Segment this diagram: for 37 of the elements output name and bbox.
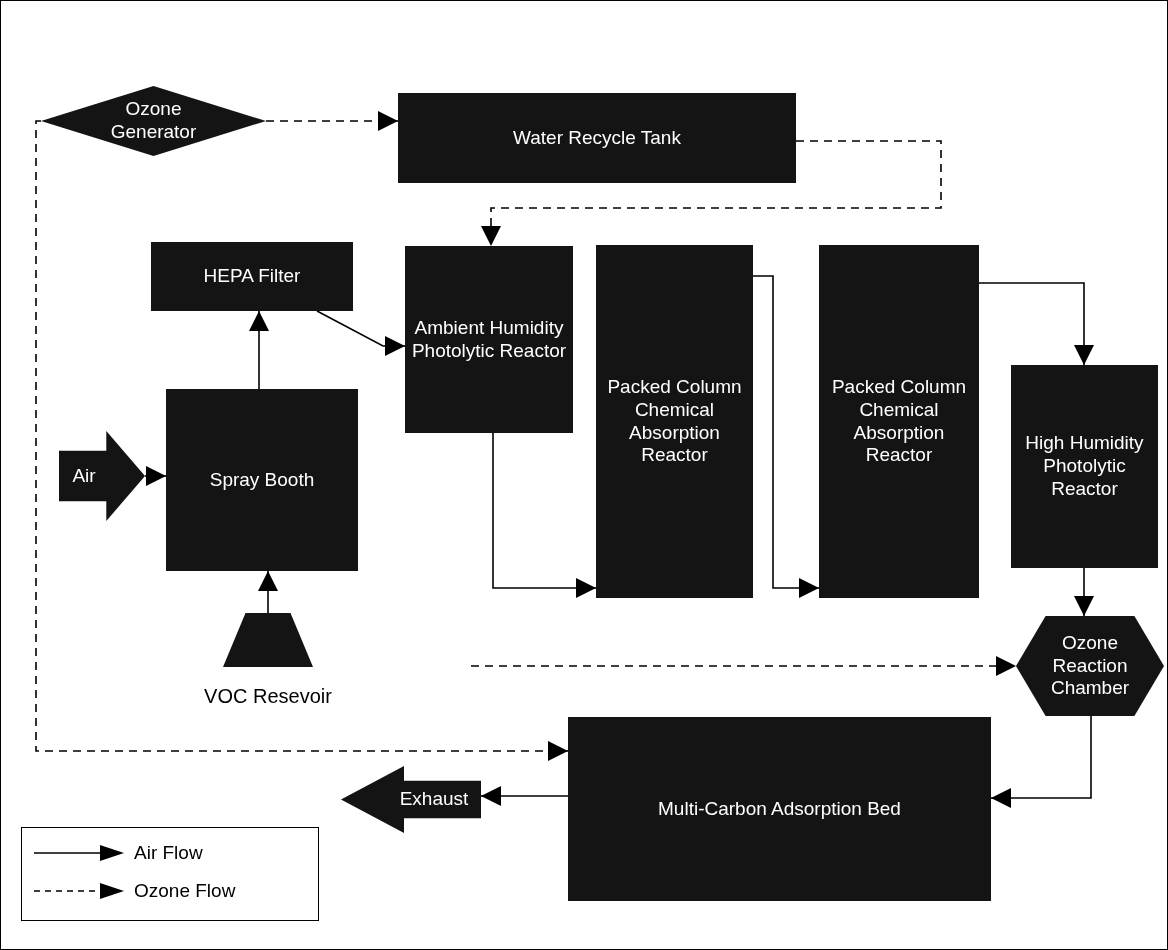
process-box <box>398 93 796 183</box>
arrow <box>752 275 820 598</box>
node-label: HEPA Filter <box>203 265 301 288</box>
process-box <box>1011 365 1158 568</box>
node-label: High Humidity Photolytic Reactor <box>1024 432 1145 501</box>
arrow <box>492 432 597 598</box>
legend-label: Air Flow <box>134 842 203 864</box>
arrow <box>480 786 569 806</box>
node-label: Exhaust <box>399 788 469 811</box>
process-box <box>819 245 979 598</box>
node-label: Ozone Reaction Chamber <box>1049 631 1131 701</box>
node-label: Ozone Generator <box>109 98 198 144</box>
arrow <box>258 570 278 614</box>
process-box <box>596 245 753 598</box>
node-label: Packed Column Chemical Absorption Reactor <box>830 375 968 468</box>
arrow <box>249 310 269 390</box>
node-label: Water Recycle Tank <box>513 126 681 150</box>
node-label: Air <box>72 464 96 488</box>
node-label: Packed Column Chemical Absorption Reactor <box>606 375 743 468</box>
process-box <box>166 389 358 571</box>
legend-label: Ozone Flow <box>134 880 236 902</box>
arrow <box>990 715 1092 808</box>
process-box <box>151 242 353 311</box>
node-label: Ambient Humidity Photolytic Reactor <box>411 316 567 363</box>
dashed-arrow <box>470 656 1017 676</box>
arrow <box>1074 567 1094 617</box>
dashed-arrow <box>265 111 399 131</box>
process-box <box>568 717 991 901</box>
process-box <box>405 246 573 433</box>
arrow <box>316 310 406 356</box>
arrow <box>978 282 1094 366</box>
node-caption: VOC Resevoir <box>204 685 332 708</box>
node-label: Spray Booth <box>209 468 315 492</box>
dashed-arrow <box>35 120 569 761</box>
node-label: Multi-Carbon Adsorption Bed <box>658 797 901 821</box>
dashed-arrow <box>481 140 942 247</box>
arrow <box>144 466 167 486</box>
